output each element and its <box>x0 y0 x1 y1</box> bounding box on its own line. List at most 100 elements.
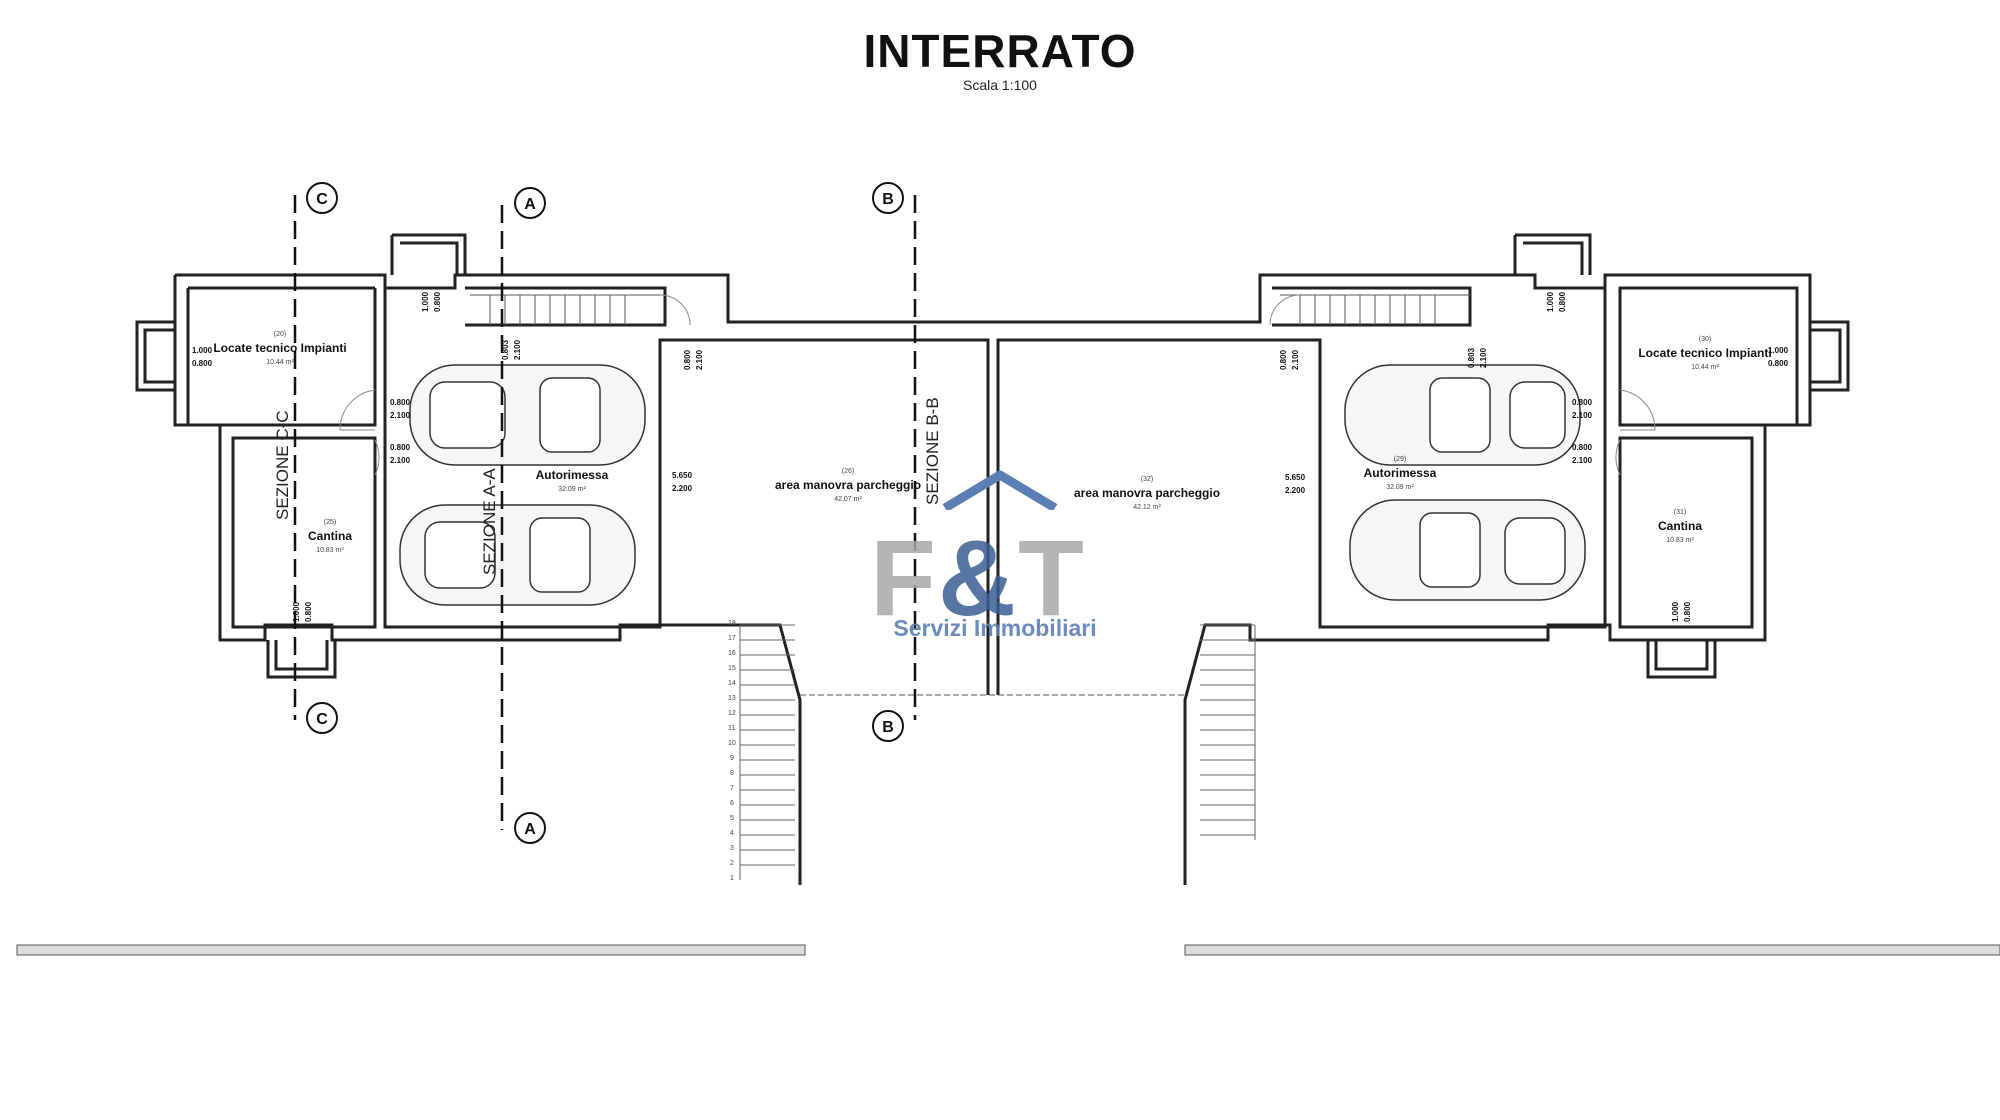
dim-label: 2.100 <box>1572 411 1593 420</box>
bubble-label: A <box>524 196 536 213</box>
step-number: 10 <box>728 740 736 747</box>
dim-label: 2.100 <box>390 411 411 420</box>
room-name: Cantina <box>1658 519 1702 533</box>
car-right-top <box>1344 364 1581 466</box>
step-number: 7 <box>730 785 734 792</box>
step-number: 13 <box>728 695 736 702</box>
section-bubble-b-bottom: B <box>872 710 904 742</box>
plan-scale: Scala 1:100 <box>963 77 1037 93</box>
ramp-stairs <box>739 624 1256 880</box>
watermark-amp: & <box>937 517 1018 638</box>
room-area: 32.09 m² <box>558 486 586 493</box>
dim-label: 5.650 <box>672 471 693 480</box>
step-number: 12 <box>728 710 736 717</box>
room-name: area manovra parcheggio <box>775 478 921 492</box>
dim-label: 1.000 <box>1546 291 1555 312</box>
step-number: 15 <box>728 665 736 672</box>
dim-label: 1.000 <box>292 601 301 622</box>
room-name: Cantina <box>308 529 352 543</box>
room-area: 42.12 m² <box>1133 504 1161 511</box>
dim-label: 0.800 <box>683 349 692 370</box>
room-number: (20) <box>274 331 286 338</box>
step-number: 3 <box>730 845 734 852</box>
section-label-a: SEZIONE A-A <box>480 468 499 575</box>
dim-label: 1.000 <box>1671 601 1680 622</box>
dim-label: 0.800 <box>1572 398 1593 407</box>
room-left-cantina: (25) Cantina 10.83 m² <box>308 519 352 554</box>
step-number: 9 <box>730 755 734 762</box>
dim-label: 0.800 <box>433 291 442 312</box>
dim-label: 1.000 <box>1768 346 1789 355</box>
dim-label: 0.803 <box>501 339 510 360</box>
car-left-top <box>409 364 646 466</box>
dim-label: 0.800 <box>192 359 213 368</box>
room-area: 10.44 m² <box>1691 364 1719 371</box>
section-bubble-c-top: C <box>306 182 338 214</box>
dim-label: 2.100 <box>1572 456 1593 465</box>
dim-label: 0.800 <box>390 443 411 452</box>
watermark-logo: F&T <box>870 515 1086 640</box>
step-number: 18 <box>728 620 736 627</box>
dim-label: 0.800 <box>1572 443 1593 452</box>
dim-label: 0.800 <box>1768 359 1789 368</box>
watermark-t: T <box>1017 517 1086 638</box>
section-bubble-c-bottom: C <box>306 702 338 734</box>
room-left-garage: Autorimessa 32.09 m² <box>536 468 609 493</box>
car-left-bottom <box>399 504 636 606</box>
room-area: 10.44 m² <box>266 359 294 366</box>
section-label-c: SEZIONE C-C <box>273 410 292 520</box>
step-number: 4 <box>730 830 734 837</box>
room-area: 10.83 m² <box>1666 537 1694 544</box>
section-bubble-a-top: A <box>514 187 546 219</box>
room-number: (30) <box>1699 336 1711 343</box>
room-right-manovra: (32) area manovra parcheggio 42.12 m² <box>1074 476 1220 511</box>
ground-lines <box>16 694 2000 956</box>
dim-label: 0.800 <box>304 601 313 622</box>
section-label-b: SEZIONE B-B <box>923 397 942 505</box>
room-name: area manovra parcheggio <box>1074 486 1220 500</box>
room-name: Autorimessa <box>1364 466 1437 480</box>
plan-title: INTERRATO <box>863 25 1137 77</box>
step-number: 8 <box>730 770 734 777</box>
room-area: 42.07 m² <box>834 496 862 503</box>
bubble-label: B <box>882 191 894 208</box>
car-right-bottom <box>1349 499 1586 601</box>
dim-label: 0.800 <box>1683 601 1692 622</box>
room-right-tecnico: (30) Locate tecnico Impianti 10.44 m² <box>1638 336 1771 371</box>
watermark-roof-icon <box>942 470 1058 510</box>
door-arcs <box>339 294 1656 476</box>
dim-label: 2.200 <box>1285 486 1306 495</box>
dim-label: 5.650 <box>1285 473 1306 482</box>
step-number: 1 <box>730 875 734 882</box>
room-area: 10.83 m² <box>316 547 344 554</box>
room-number: (26) <box>842 468 854 475</box>
watermark-tagline: Servizi Immobiliari <box>893 615 1097 641</box>
bubble-label: C <box>316 711 328 728</box>
room-number: (31) <box>1674 509 1686 516</box>
bubble-label: C <box>316 191 328 208</box>
dim-label: 0.803 <box>1467 347 1476 368</box>
bubble-label: A <box>524 821 536 838</box>
dim-label: 2.100 <box>513 339 522 360</box>
dim-label: 2.200 <box>672 484 693 493</box>
step-number: 17 <box>728 635 736 642</box>
step-number: 5 <box>730 815 734 822</box>
step-number: 16 <box>728 650 736 657</box>
room-name: Locate tecnico Impianti <box>1638 346 1771 360</box>
room-left-manovra: (26) area manovra parcheggio 42.07 m² <box>775 468 921 503</box>
watermark-f: F <box>870 517 938 638</box>
step-number: 2 <box>730 860 734 867</box>
dim-label: 0.800 <box>390 398 411 407</box>
dim-label: 1.000 <box>192 346 213 355</box>
room-number: (29) <box>1394 456 1406 463</box>
dim-label: 2.100 <box>695 349 704 370</box>
section-bubble-a-bottom: A <box>514 812 546 844</box>
step-number: 14 <box>728 680 736 687</box>
dim-label: 0.800 <box>1558 291 1567 312</box>
upper-stairs <box>470 294 1470 325</box>
dim-label: 0.800 <box>1279 349 1288 370</box>
section-lines <box>293 195 917 830</box>
room-area: 32.09 m² <box>1386 484 1414 491</box>
dimensions: 1.000 0.800 0.800 2.100 0.800 2.100 5.65… <box>192 291 1789 622</box>
